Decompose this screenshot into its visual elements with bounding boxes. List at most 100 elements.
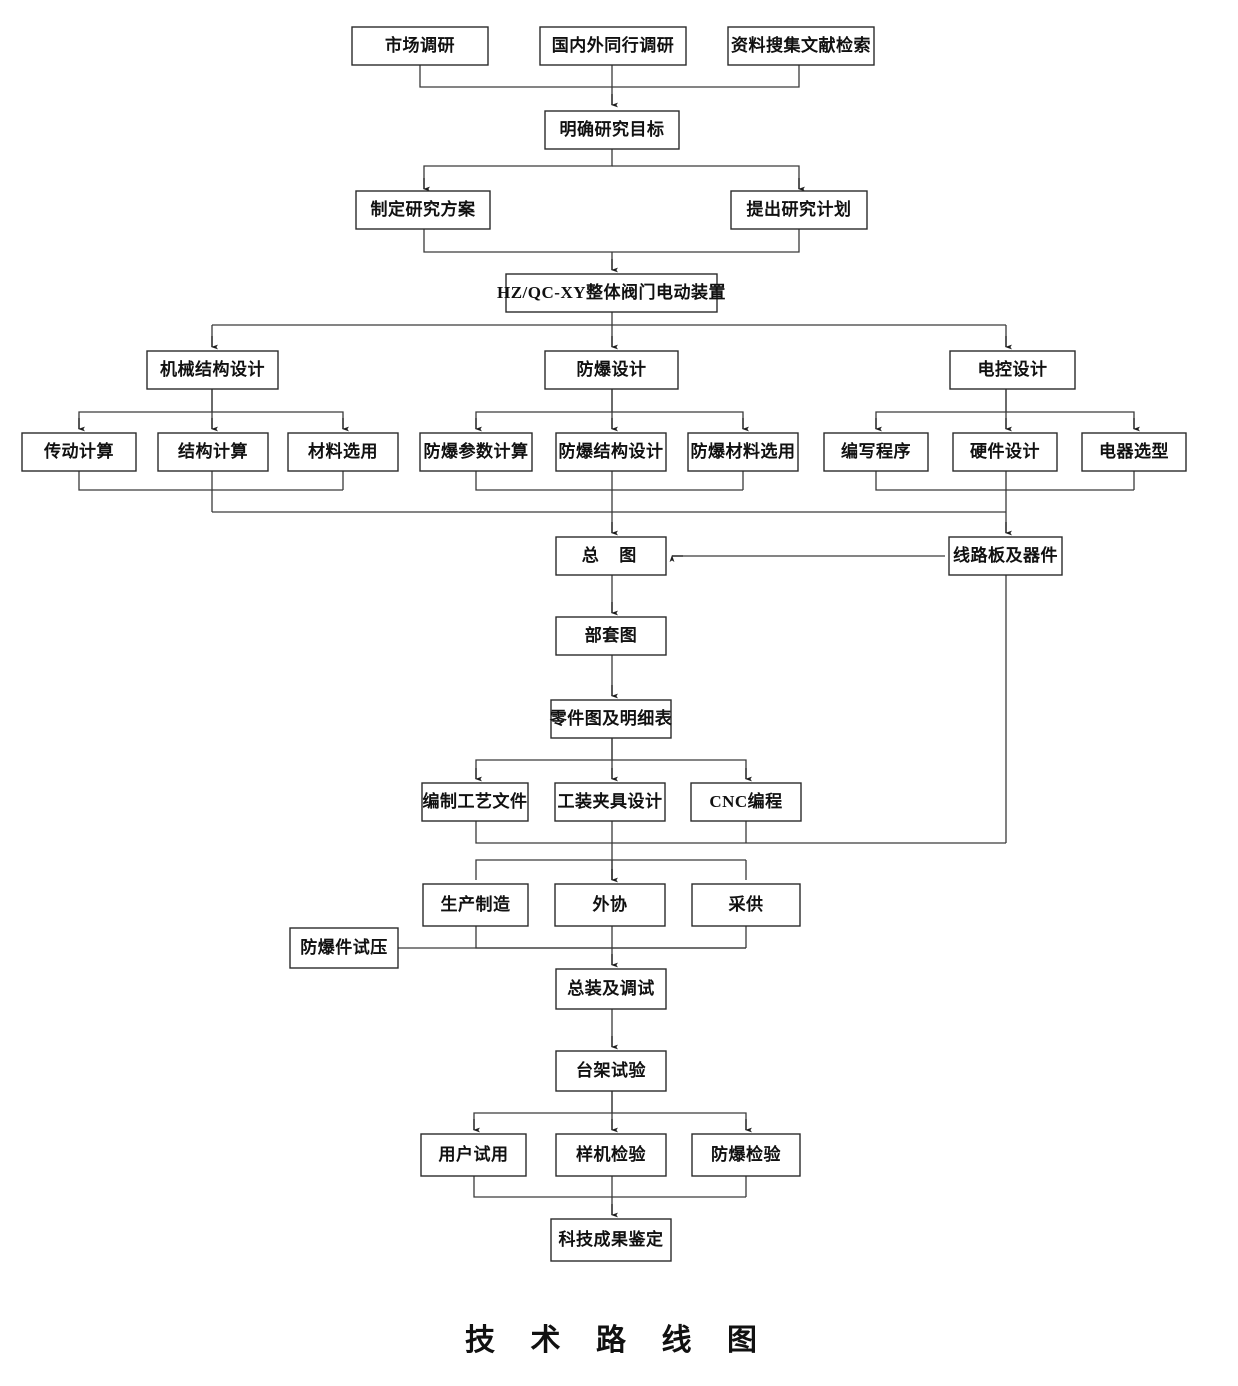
node-label: HZ/QC-XY整体阀门电动装置	[497, 282, 726, 302]
node-cnc_prog[interactable]: CNC编程	[690, 782, 802, 822]
node-material_sel[interactable]: 材料选用	[287, 432, 399, 472]
node-label: 电控设计	[978, 359, 1048, 379]
connector-line	[475, 389, 613, 429]
connector-line	[475, 859, 746, 880]
node-box	[555, 1133, 667, 1177]
node-box	[544, 110, 680, 150]
node-label: 机械结构设计	[160, 359, 265, 379]
connector-line	[875, 389, 1007, 429]
node-label: 材料选用	[308, 441, 378, 461]
node-label: 总装及调试	[567, 978, 655, 998]
node-plan_scheme[interactable]: 制定研究方案	[355, 190, 491, 230]
node-literature[interactable]: 资料搜集文献检索	[727, 26, 875, 66]
node-box	[555, 536, 667, 576]
node-procure[interactable]: 采供	[691, 883, 801, 927]
node-box	[691, 883, 801, 927]
node-part_dwg[interactable]: 零件图及明细表	[549, 699, 673, 739]
node-label: 防爆设计	[577, 359, 647, 379]
node-ex_pressure[interactable]: 防爆件试压	[289, 927, 399, 969]
node-box	[690, 782, 802, 822]
node-box	[555, 616, 667, 656]
node-box	[355, 190, 491, 230]
node-label: 编写程序	[841, 441, 911, 461]
node-goal[interactable]: 明确研究目标	[544, 110, 680, 150]
node-label: 制定研究方案	[371, 199, 476, 219]
node-box	[555, 432, 667, 472]
node-hardware[interactable]: 硬件设计	[952, 432, 1058, 472]
node-box	[952, 432, 1058, 472]
connector-arrowheads	[78, 94, 1140, 1218]
node-box	[550, 1218, 672, 1262]
connector-line	[473, 1176, 746, 1198]
node-label: 工装夹具设计	[558, 791, 663, 811]
node-box	[21, 432, 137, 472]
node-ex_design[interactable]: 防爆设计	[544, 350, 679, 390]
node-product[interactable]: HZ/QC-XY整体阀门电动装置	[497, 273, 726, 313]
node-label: CNC编程	[709, 791, 782, 811]
connector-line	[612, 411, 744, 429]
node-bench_test[interactable]: 台架试验	[555, 1050, 667, 1092]
node-box	[157, 432, 269, 472]
node-market[interactable]: 市场调研	[351, 26, 489, 66]
connector-line	[612, 759, 747, 779]
node-box	[691, 1133, 801, 1177]
node-box	[554, 883, 666, 927]
node-ex_insp[interactable]: 防爆检验	[691, 1133, 801, 1177]
connector-line	[473, 1091, 613, 1130]
node-label: 提出研究计划	[747, 199, 852, 219]
node-label: 结构计算	[178, 441, 248, 461]
node-elec_select[interactable]: 电器选型	[1081, 432, 1187, 472]
node-peers[interactable]: 国内外同行调研	[539, 26, 687, 66]
connector-line	[612, 1112, 747, 1130]
node-mech_design[interactable]: 机械结构设计	[146, 350, 279, 390]
node-box	[948, 536, 1063, 576]
process-nodes: 市场调研 国内外同行调研资料搜集文献检索明确研究目标制定研究方案 提出研究计划 HZ/…	[21, 26, 1187, 1262]
connector-line	[875, 471, 1134, 491]
node-elec_design[interactable]: 电控设计	[949, 350, 1076, 390]
node-label: 防爆参数计算	[424, 441, 529, 461]
node-final_assy[interactable]: 总装及调试	[555, 968, 667, 1010]
node-label: 样机检验	[576, 1144, 646, 1164]
node-proto_insp[interactable]: 样机检验	[555, 1133, 667, 1177]
node-box	[1081, 432, 1187, 472]
connector-line	[475, 821, 1006, 844]
node-pcb[interactable]: 线路板及器件	[948, 536, 1063, 576]
diagram-title: 技 术 路 线 图	[465, 1324, 771, 1357]
node-trans_calc[interactable]: 传动计算	[21, 432, 137, 472]
node-outsource[interactable]: 外协	[554, 883, 666, 927]
node-label: 总 图	[582, 545, 641, 565]
node-box	[505, 273, 718, 313]
connector-line	[1006, 411, 1135, 429]
node-box	[289, 927, 399, 969]
node-overall_dwg[interactable]: 总 图	[555, 536, 667, 576]
connector-line	[212, 411, 344, 429]
node-appraisal[interactable]: 科技成果鉴定	[550, 1218, 672, 1262]
node-manufacture[interactable]: 生产制造	[422, 883, 529, 927]
node-label: 防爆检验	[711, 1144, 781, 1164]
connector-line	[475, 926, 746, 949]
node-assembly_dwg[interactable]: 部套图	[555, 616, 667, 656]
node-box	[544, 350, 679, 390]
node-process_doc[interactable]: 编制工艺文件	[421, 782, 529, 822]
node-box	[555, 1050, 667, 1092]
node-box	[539, 26, 687, 66]
node-ex_param[interactable]: 防爆参数计算	[419, 432, 533, 472]
node-box	[823, 432, 929, 472]
node-label: 部套图	[585, 625, 638, 645]
connector-line	[612, 165, 800, 189]
node-write_prog[interactable]: 编写程序	[823, 432, 929, 472]
node-user_trial[interactable]: 用户试用	[420, 1133, 527, 1177]
node-ex_material[interactable]: 防爆材料选用	[687, 432, 799, 472]
node-ex_struct[interactable]: 防爆结构设计	[555, 432, 667, 472]
connector-line	[78, 389, 213, 429]
node-box	[420, 1133, 527, 1177]
node-box	[421, 782, 529, 822]
node-struct_calc[interactable]: 结构计算	[157, 432, 269, 472]
node-plan_propose[interactable]: 提出研究计划	[730, 190, 868, 230]
node-label: 台架试验	[576, 1060, 646, 1080]
node-label: 生产制造	[441, 894, 511, 914]
node-label: 零件图及明细表	[549, 708, 673, 728]
node-box	[422, 883, 529, 927]
node-label: 防爆件试压	[300, 937, 388, 957]
node-fixture[interactable]: 工装夹具设计	[554, 782, 666, 822]
